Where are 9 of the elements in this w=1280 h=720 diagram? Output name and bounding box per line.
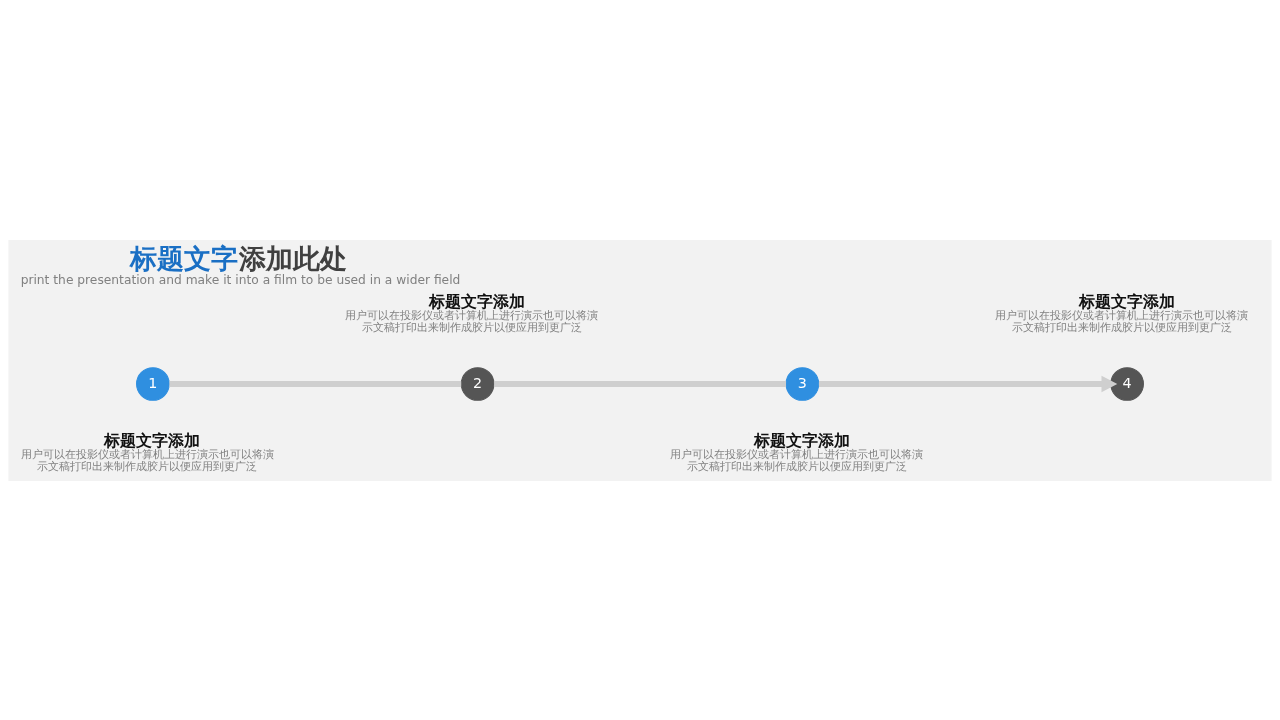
connector bbox=[169, 380, 462, 387]
arrow bbox=[818, 375, 1118, 392]
node-circle: 2 bbox=[460, 366, 495, 401]
node-circle: 1 bbox=[136, 366, 170, 401]
connector bbox=[494, 380, 786, 387]
caption: print the presentation and make it into a film to be used in a wider field bbox=[20, 272, 461, 286]
diagram-title: 标题文字添加此处 bbox=[130, 242, 347, 274]
node-circle: 3 bbox=[785, 366, 820, 401]
node-circle: 4 bbox=[1110, 366, 1144, 401]
